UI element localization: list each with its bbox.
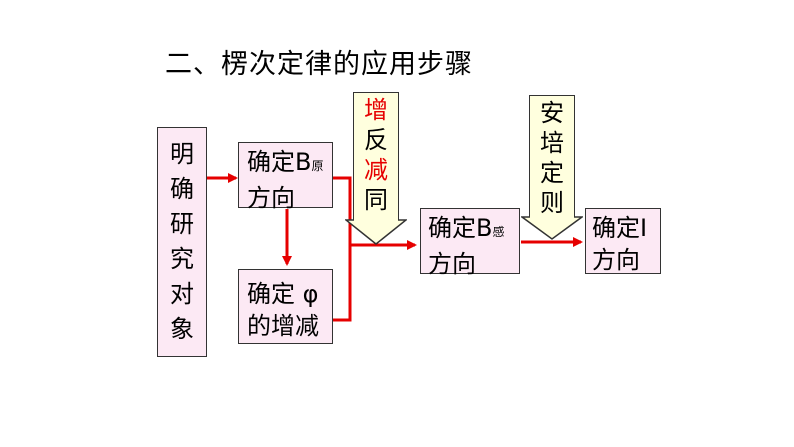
box-current: 确定I 方向 [585,208,661,274]
study-object-char: 确 [170,175,194,203]
page-title: 二、楞次定律的应用步骤 [165,49,473,80]
box-b-induced: 确定B感 方向 [420,208,520,278]
ampere-rule-arrow-shaft: 安 培 定 则 [529,95,575,217]
study-object-char: 究 [170,245,194,273]
ampere-char-1: 安 [540,99,564,127]
ampere-rule-arrow: 安 培 定 则 [521,95,583,240]
current-line1: 确定I [592,214,648,242]
b-induced-subscript: 感 [492,225,505,239]
lenz-char-decrease: 减 [364,156,388,184]
lenz-char-oppose: 反 [364,126,388,154]
box-phi-change: 确定 φ 的增减 [238,269,333,344]
ampere-rule-arrow-head [521,216,583,240]
ampere-char-3: 定 [540,159,564,187]
ampere-char-2: 培 [540,129,564,157]
study-object-char: 明 [170,140,194,168]
current-line2: 方向 [592,246,640,274]
b-original-line1: 确定B [247,148,312,176]
lenz-char-same: 同 [364,186,388,214]
b-original-subscript: 原 [311,159,324,173]
ampere-char-4: 则 [540,189,564,217]
bracket-from-phi-change [333,245,352,322]
phi-change-line1: 确定 φ [247,280,319,308]
study-object-char: 研 [170,210,194,238]
b-induced-line2: 方向 [428,250,476,278]
lenz-char-increase: 增 [364,96,388,124]
b-induced-line1: 确定B [428,214,493,242]
box-b-original: 确定B原 方向 [238,142,333,212]
lenz-rule-arrow-head [345,219,407,245]
study-object-char: 对 [170,280,194,308]
phi-change-line2: 的增减 [247,312,319,340]
study-object-char: 象 [170,315,194,343]
box-study-object: 明 确 研 究 对 象 [157,127,207,357]
lenz-rule-arrow-shaft: 增 反 减 同 [353,92,399,220]
lenz-rule-arrow: 增 反 减 同 [345,92,407,245]
b-original-line2: 方向 [247,184,295,212]
